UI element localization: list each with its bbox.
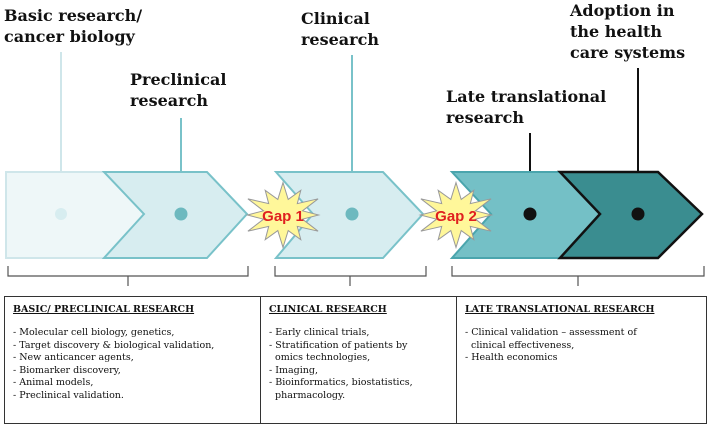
- list-item: clinical effectiveness,: [465, 339, 575, 351]
- list-item: - Clinical validation – assessment of: [465, 327, 637, 338]
- column-clinical: CLINICAL RESEARCH - Early clinical trial…: [261, 297, 457, 423]
- stage-label-line: Adoption in: [570, 1, 675, 20]
- brace-late-adoption: [451, 266, 705, 286]
- dot-late: [523, 207, 537, 221]
- list-item: - Imaging,: [269, 364, 318, 376]
- stage-label-line: care systems: [570, 43, 686, 62]
- stage-label-line: the health: [570, 22, 663, 41]
- brace-basic-preclinical: [7, 266, 249, 286]
- stage-label-preclinical: Preclinical research: [130, 69, 226, 111]
- list-item: - Biomarker discovery,: [13, 364, 121, 376]
- stage-label-line: Basic research/: [4, 6, 143, 25]
- column-item-list: - Early clinical trials, - Stratificatio…: [269, 327, 448, 403]
- stage-label-line: research: [446, 108, 524, 127]
- brace-clinical: [274, 266, 427, 286]
- dot-preclinical: [174, 207, 188, 221]
- dot-adoption: [631, 207, 645, 221]
- gap-1-burst: [245, 180, 321, 250]
- column-title: LATE TRANSLATIONAL RESEARCH: [465, 304, 655, 315]
- stage-label-line: Clinical: [301, 9, 370, 28]
- list-item: - Molecular cell biology, genetics,: [13, 327, 175, 338]
- list-item: omics technologies,: [269, 352, 371, 364]
- list-item: - Target discovery & biological validati…: [13, 339, 215, 351]
- stage-label-line: research: [130, 91, 208, 110]
- list-item: - Health economics: [465, 352, 558, 364]
- list-item: - Bioinformatics, biostatistics,: [269, 377, 413, 389]
- arrow-adoption: [557, 170, 704, 260]
- stage-label-line: Preclinical: [130, 70, 227, 89]
- list-item: - New anticancer agents,: [13, 352, 134, 364]
- stage-label-adoption: Adoption in the health care systems: [570, 0, 685, 63]
- stage-label-clinical: Clinical research: [301, 8, 379, 50]
- dot-basic: [55, 208, 67, 220]
- column-title: CLINICAL RESEARCH: [269, 304, 387, 315]
- list-item: - Early clinical trials,: [269, 327, 370, 338]
- gap-2-label: Gap 2: [435, 208, 477, 225]
- column-basic-preclinical: BASIC/ PRECLINICAL RESEARCH - Molecular …: [5, 297, 261, 423]
- column-late-translational: LATE TRANSLATIONAL RESEARCH - Clinical v…: [457, 297, 706, 423]
- list-item: - Preclinical validation.: [13, 389, 124, 401]
- list-item: - Stratification of patients by: [269, 339, 408, 351]
- stage-label-line: cancer biology: [4, 27, 135, 46]
- stage-label-basic: Basic research/ cancer biology: [4, 5, 142, 47]
- stage-label-line: research: [301, 30, 379, 49]
- column-item-list: - Molecular cell biology, genetics, - Ta…: [13, 327, 252, 403]
- stage-label-late: Late translational research: [446, 86, 606, 128]
- list-item: - Animal models,: [13, 377, 94, 389]
- list-item: pharmacology.: [269, 389, 346, 401]
- gap-2-burst: [418, 180, 494, 250]
- gap-1-label: Gap 1: [262, 208, 304, 225]
- research-phases-table: BASIC/ PRECLINICAL RESEARCH - Molecular …: [4, 296, 707, 424]
- column-title: BASIC/ PRECLINICAL RESEARCH: [13, 304, 195, 315]
- column-item-list: - Clinical validation – assessment of cl…: [465, 327, 698, 365]
- stage-label-line: Late translational: [446, 87, 607, 106]
- dot-clinical: [345, 207, 359, 221]
